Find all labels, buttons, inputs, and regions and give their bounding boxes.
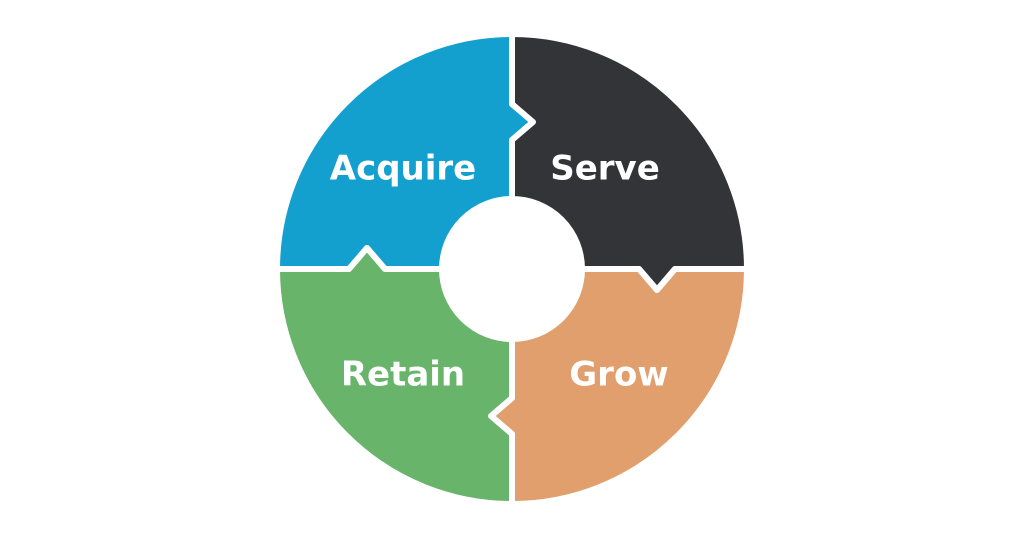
segment-acquire bbox=[274, 31, 536, 272]
segment-retain bbox=[274, 245, 515, 507]
segment-grow bbox=[488, 266, 750, 507]
label-acquire: Acquire bbox=[330, 149, 477, 189]
label-serve: Serve bbox=[550, 149, 660, 189]
label-retain: Retain bbox=[341, 355, 465, 395]
label-grow: Grow bbox=[569, 355, 668, 395]
segment-serve bbox=[509, 31, 750, 293]
